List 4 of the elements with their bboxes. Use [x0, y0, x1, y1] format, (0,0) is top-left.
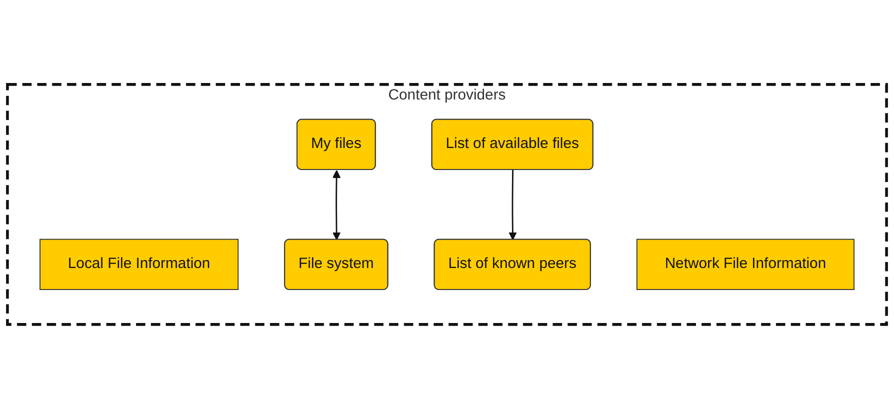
- arrow: [332, 170, 341, 240]
- node-box: Network File Information: [636, 238, 854, 290]
- node-box: Local File Information: [40, 238, 239, 290]
- arrow: [508, 170, 517, 240]
